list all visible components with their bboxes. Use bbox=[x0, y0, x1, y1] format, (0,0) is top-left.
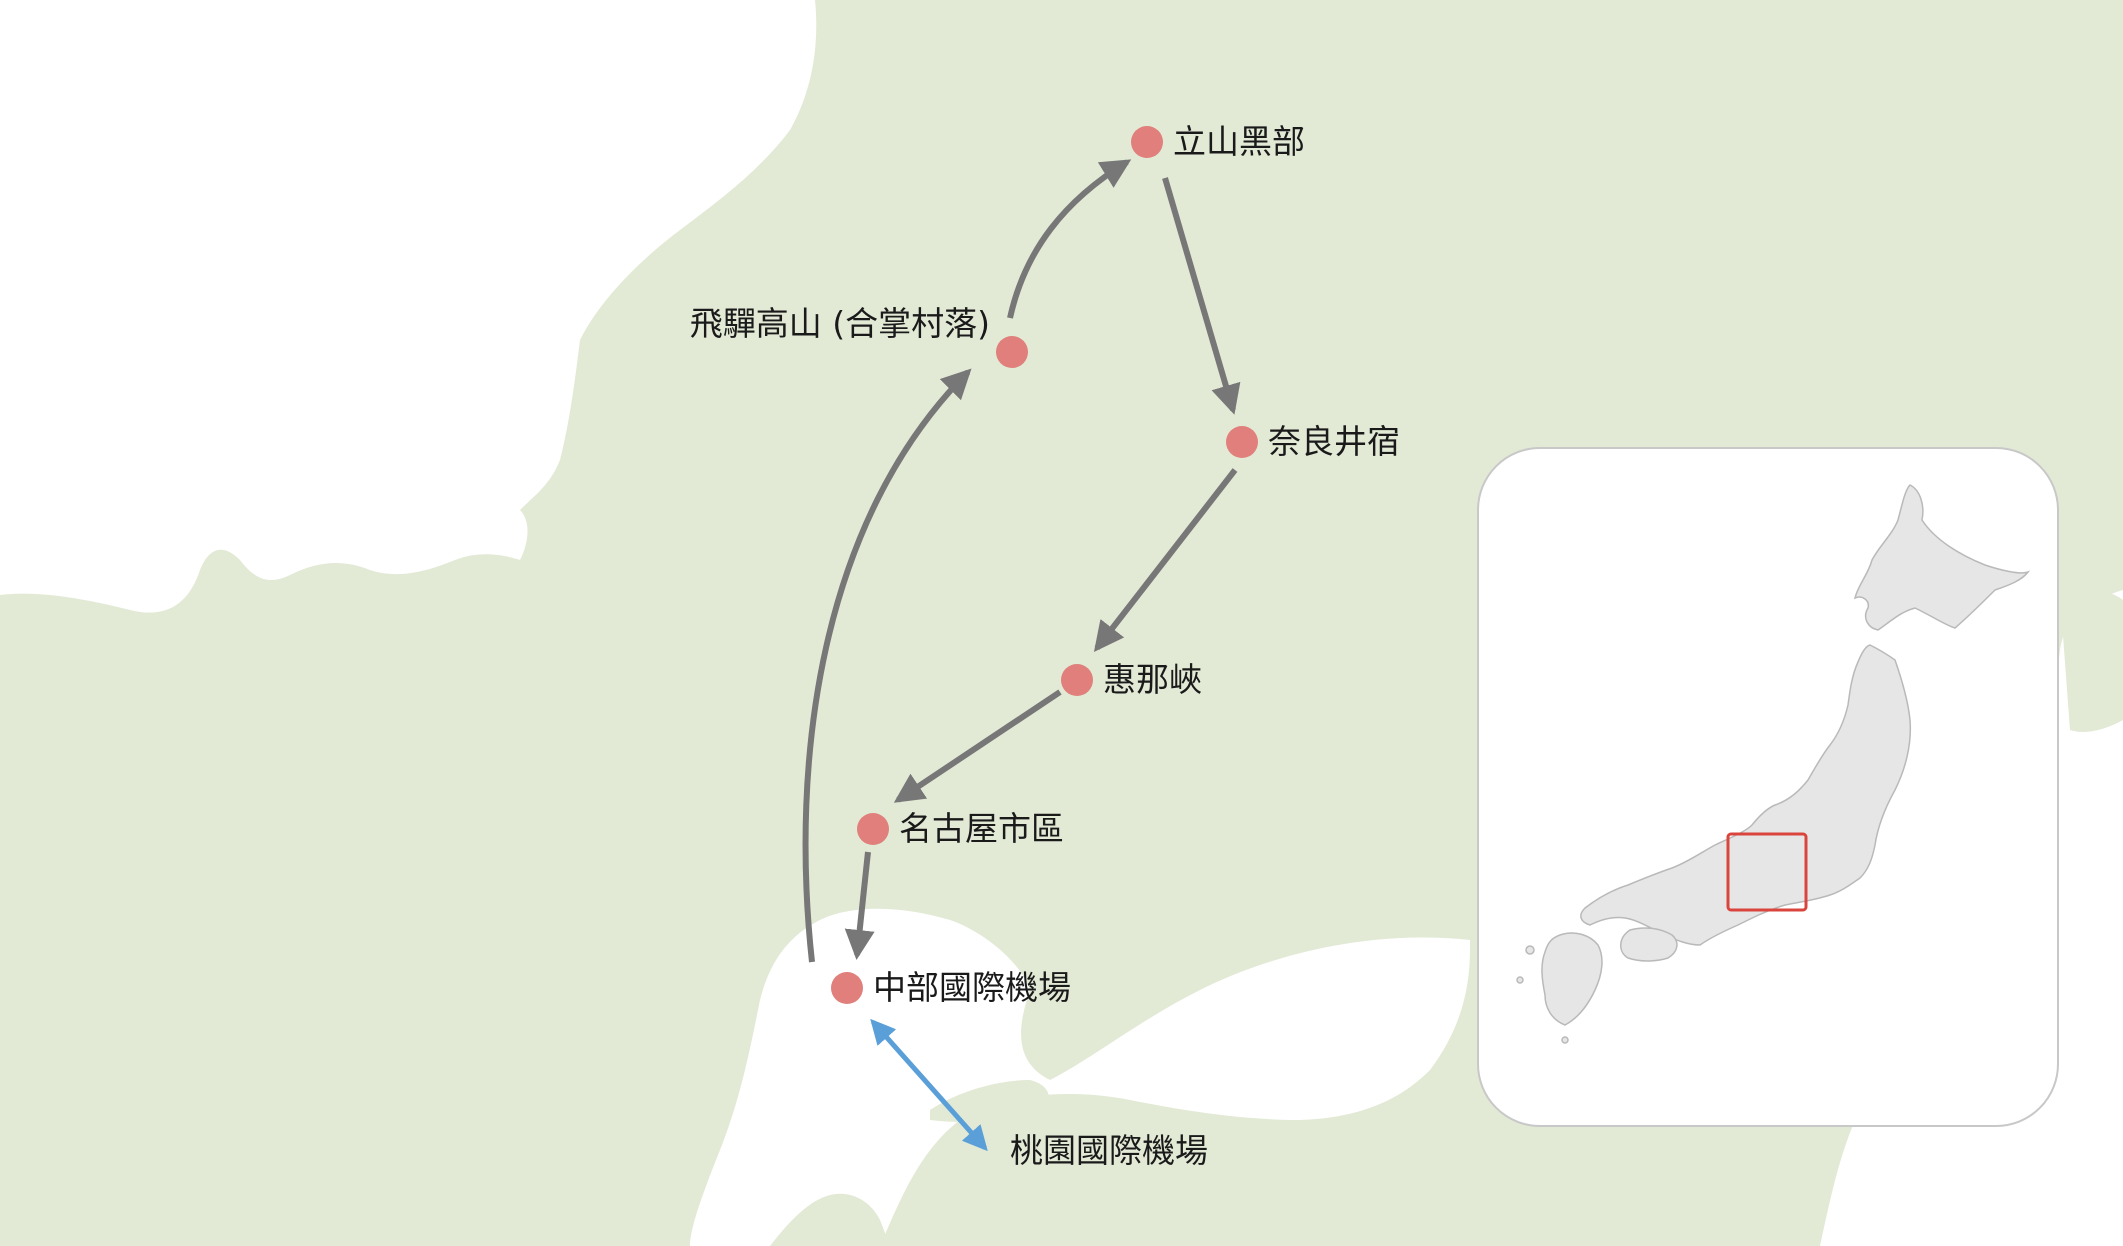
inset-kyushu bbox=[1541, 932, 1603, 1026]
stop-marker-tateyama-kurobe[interactable] bbox=[1131, 126, 1163, 158]
external-airport-label: 桃園國際機場 bbox=[1010, 1131, 1208, 1170]
inset-shikoku bbox=[1620, 927, 1678, 962]
japan-overview-map-icon bbox=[1516, 484, 2031, 1044]
route-arrows bbox=[802, 159, 1241, 963]
stop-label-nagoya: 名古屋市區 bbox=[899, 809, 1064, 848]
inset-highlight-box bbox=[1726, 832, 1808, 912]
stop-label-tateyama-kurobe: 立山黑部 bbox=[1173, 122, 1305, 161]
land-west-coast bbox=[0, 1046, 144, 1216]
stop-marker-chubu-airport[interactable] bbox=[831, 972, 863, 1004]
stop-label-hida-takayama: 飛驒高山 (合掌村落) bbox=[690, 304, 990, 343]
inset-honshu bbox=[1580, 644, 1912, 946]
stop-label-narai-juku: 奈良井宿 bbox=[1268, 422, 1400, 461]
route-arrow-narai-to-enakyo bbox=[1093, 468, 1238, 652]
stop-label-chubu-airport: 中部國際機場 bbox=[873, 968, 1071, 1007]
route-arrow-airport-to-takayama bbox=[802, 368, 972, 963]
stop-marker-hida-takayama[interactable] bbox=[996, 336, 1028, 368]
stop-markers bbox=[831, 126, 1258, 1004]
inset-hokkaido bbox=[1853, 484, 2031, 631]
land-south-peninsula bbox=[770, 1193, 890, 1246]
stop-marker-narai-juku[interactable] bbox=[1226, 426, 1258, 458]
inset-island bbox=[1561, 1036, 1569, 1044]
land-east-edge bbox=[2060, 589, 2123, 732]
inset-frame bbox=[1477, 447, 2059, 1127]
route-arrow-enakyo-to-nagoya bbox=[893, 689, 1062, 803]
stop-label-enakyo: 惠那峽 bbox=[1103, 660, 1202, 699]
stop-marker-enakyo[interactable] bbox=[1061, 664, 1093, 696]
inset-island bbox=[1516, 976, 1524, 984]
inset-island bbox=[1525, 945, 1535, 955]
inset-map bbox=[1477, 447, 2059, 1127]
route-arrow-tateyama-to-narai bbox=[1162, 177, 1241, 415]
flight-arrow-taoyuan bbox=[870, 1018, 988, 1152]
route-arrow-nagoya-to-airport bbox=[844, 851, 875, 960]
stop-marker-nagoya[interactable] bbox=[857, 813, 889, 845]
route-arrow-takayama-to-tateyama bbox=[1007, 159, 1132, 319]
stop-labels: 立山黑部 飛驒高山 (合掌村落) 奈良井宿 惠那峽 名古屋市區 中部國際機場 桃… bbox=[690, 122, 1400, 1170]
